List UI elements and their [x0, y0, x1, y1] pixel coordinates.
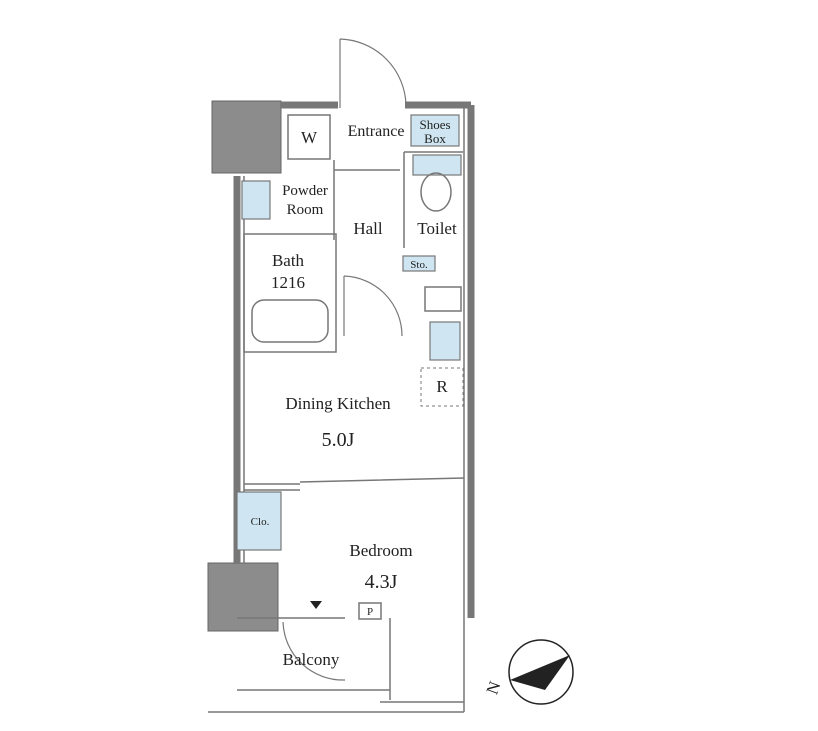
balcony-entry-arrow-icon [310, 601, 322, 609]
powder-room-label-line1: Powder [282, 183, 328, 199]
bedroom-partition [244, 477, 465, 491]
dining-kitchen-size: 5.0J [322, 429, 355, 451]
shoes-box-label-line1: Shoes [419, 117, 450, 132]
shoes-box [410, 114, 460, 147]
refrigerator-label: R [436, 377, 448, 396]
bathtub [251, 299, 329, 343]
upper-shaft [211, 100, 282, 174]
kitchen-sink [429, 321, 461, 361]
entrance-partition [333, 151, 463, 248]
entrance-door[interactable] [339, 38, 407, 108]
balcony-label: Balcony [283, 650, 340, 669]
closet-label: Clo. [251, 516, 270, 528]
toilet-label: Toilet [417, 219, 457, 238]
washer-label: W [301, 128, 318, 147]
dining-kitchen-label: Dining Kitchen [285, 394, 391, 413]
compass-north-label: N [483, 679, 505, 697]
bedroom-label: Bedroom [349, 541, 412, 560]
refrigerator-space [420, 367, 464, 407]
toilet-fixture [412, 154, 462, 212]
bath-room [243, 233, 337, 353]
bath-size: 1216 [271, 273, 305, 292]
shoes-box-label-line2: Box [424, 131, 446, 146]
washer-box [287, 114, 331, 160]
lower-shaft [207, 562, 279, 632]
stove-icon [424, 286, 462, 312]
storage-label: Sto. [410, 259, 428, 271]
balcony-area [237, 617, 391, 700]
pipe-space-box [358, 602, 382, 620]
hall-label: Hall [353, 219, 383, 238]
pipe-space-label: P [367, 606, 373, 618]
bedroom-size: 4.3J [365, 571, 398, 593]
bath-door[interactable] [343, 275, 403, 337]
powder-sink [241, 180, 271, 220]
bottom-wall [208, 618, 465, 713]
powder-room-label-line2: Room [287, 202, 324, 218]
compass-icon: N [483, 639, 574, 705]
storage-box [402, 255, 436, 272]
bath-label: Bath [272, 251, 305, 270]
entrance-label: Entrance [348, 123, 405, 140]
closet-box [236, 491, 282, 551]
